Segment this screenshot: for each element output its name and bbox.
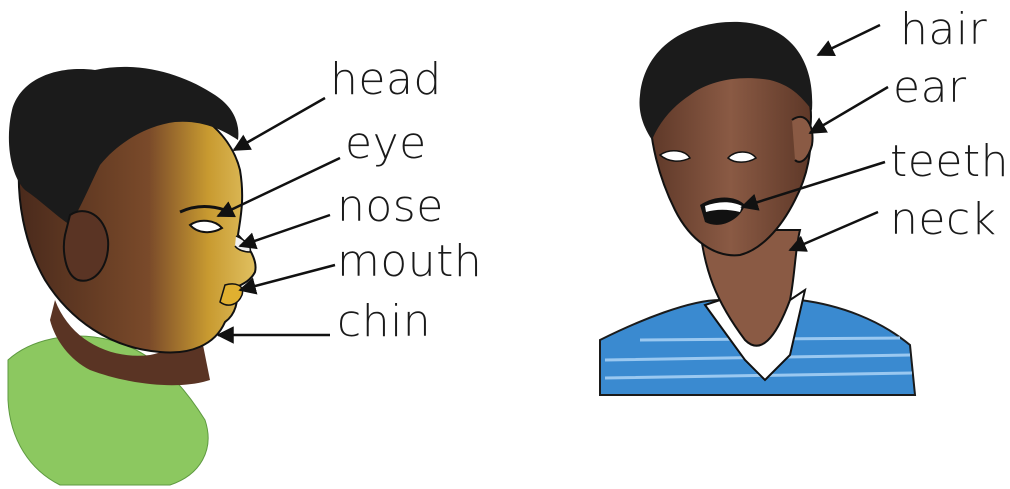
label-mouth: mouth (337, 240, 482, 284)
label-ear: ear (893, 66, 967, 110)
label-teeth: teeth (890, 140, 1009, 184)
left-ear (64, 211, 108, 281)
label-eye: eye (345, 122, 427, 166)
arrow-nose (240, 215, 330, 246)
label-neck: neck (890, 198, 997, 242)
right-boy-illustration (600, 22, 915, 395)
arrow-neck (790, 212, 878, 250)
label-nose: nose (337, 185, 444, 229)
arrow-hair (818, 25, 880, 55)
label-hair: hair (900, 8, 987, 52)
arrow-head (234, 98, 325, 150)
label-head: head (330, 58, 442, 102)
label-chin: chin (337, 300, 431, 344)
left-boy-illustration (8, 67, 256, 485)
arrow-ear (810, 87, 888, 133)
